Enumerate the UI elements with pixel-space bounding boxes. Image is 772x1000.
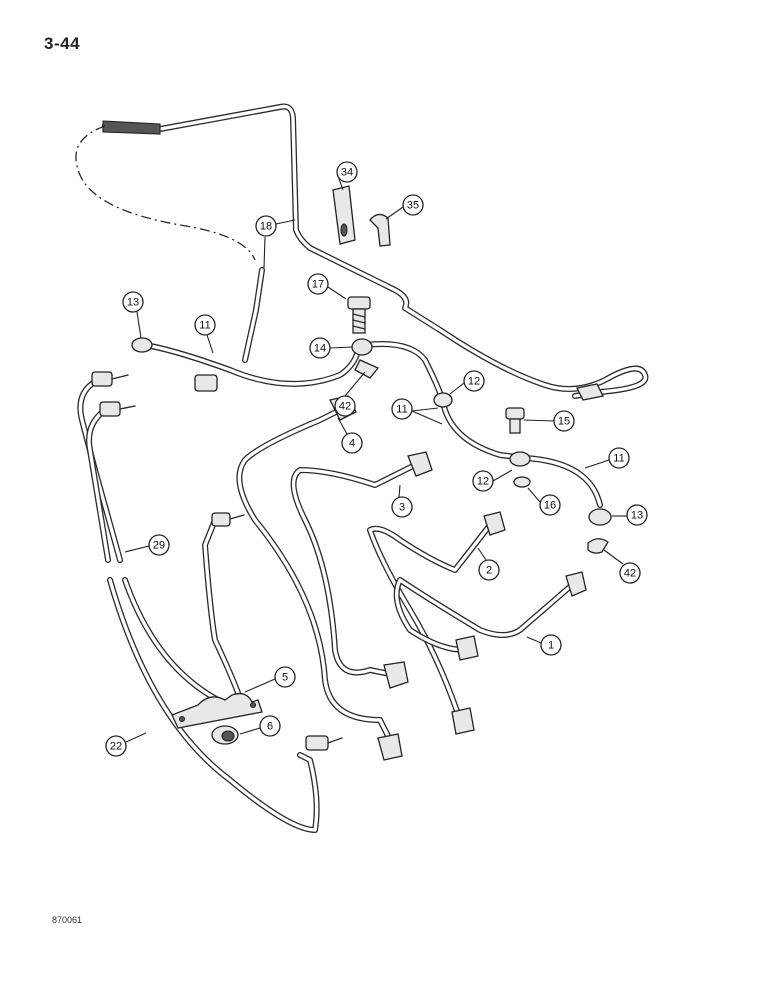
callout-13: 13 xyxy=(626,504,648,526)
callout-34: 34 xyxy=(336,161,358,183)
callout-label: 11 xyxy=(396,404,407,416)
callout-label: 4 xyxy=(349,438,355,450)
injection-lines-1-4 xyxy=(236,395,587,761)
callout-label: 42 xyxy=(624,568,636,580)
callout-3: 3 xyxy=(391,496,413,518)
callout-29: 29 xyxy=(148,534,170,556)
callout-label: 3 xyxy=(399,502,405,514)
callout-42: 42 xyxy=(619,562,641,584)
callout-label: 17 xyxy=(312,279,324,291)
callout-22: 22 xyxy=(105,735,127,757)
grommet-6 xyxy=(211,725,239,745)
callout-label: 11 xyxy=(199,320,210,332)
callout-label: 2 xyxy=(486,565,492,577)
callout-label: 13 xyxy=(127,297,139,309)
plate-34 xyxy=(332,185,356,245)
callout-label: 42 xyxy=(339,401,351,413)
callout-label: 14 xyxy=(314,343,326,355)
callout-label: 5 xyxy=(282,672,288,684)
callout-12: 12 xyxy=(472,470,494,492)
callout-label: 11 xyxy=(613,453,624,465)
callout-11: 11 xyxy=(391,398,413,420)
callout-11: 11 xyxy=(194,314,216,336)
callout-label: 29 xyxy=(153,540,165,552)
callout-12: 12 xyxy=(463,370,485,392)
callout-label: 1 xyxy=(548,640,554,652)
callout-18: 18 xyxy=(255,215,277,237)
clip-35 xyxy=(369,213,391,247)
callout-11: 11 xyxy=(608,447,630,469)
callout-label: 22 xyxy=(110,741,122,753)
callout-label: 15 xyxy=(558,416,570,428)
leakoff-line-18 xyxy=(75,103,649,401)
callout-2: 2 xyxy=(478,559,500,581)
callout-label: 13 xyxy=(631,510,643,522)
leakoff-tubes-11 xyxy=(131,337,612,554)
callout-16: 16 xyxy=(539,494,561,516)
callout-label: 12 xyxy=(468,376,480,388)
callout-label: 12 xyxy=(477,476,489,488)
callout-label: 6 xyxy=(267,721,273,733)
callout-1: 1 xyxy=(540,634,562,656)
figure-code: 870061 xyxy=(52,915,83,925)
callout-label: 35 xyxy=(407,200,419,212)
callout-15: 15 xyxy=(553,410,575,432)
callout-label: 16 xyxy=(544,500,556,512)
callout-4: 4 xyxy=(341,432,363,454)
clamp-5 xyxy=(171,692,263,729)
callout-13: 13 xyxy=(122,291,144,313)
callout-42: 42 xyxy=(334,395,356,417)
callout-35: 35 xyxy=(402,194,424,216)
leader-lines xyxy=(124,175,627,743)
callout-17: 17 xyxy=(307,273,329,295)
banjo-bolt-15 xyxy=(505,407,525,434)
page-number: 3-44 xyxy=(44,34,81,53)
callout-label: 18 xyxy=(260,221,272,233)
callout-label: 34 xyxy=(341,167,353,179)
callout-5: 5 xyxy=(274,666,296,688)
callout-6: 6 xyxy=(259,715,281,737)
banjo-bolt-17 xyxy=(347,296,371,334)
callout-14: 14 xyxy=(309,337,331,359)
